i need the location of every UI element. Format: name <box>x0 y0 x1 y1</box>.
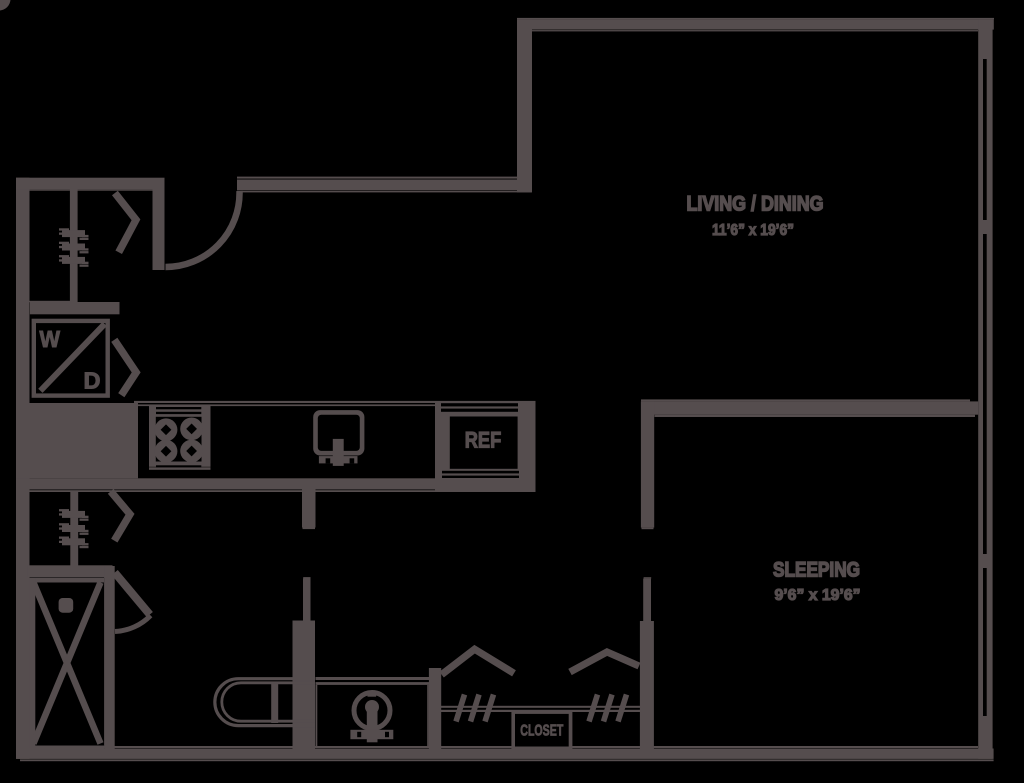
svg-text:REF: REF <box>465 428 502 453</box>
svg-text:11’6” x 19’6”: 11’6” x 19’6” <box>712 222 794 239</box>
svg-text:CLOSET: CLOSET <box>520 723 563 740</box>
svg-text:SLEEPING: SLEEPING <box>773 558 860 582</box>
svg-text:D: D <box>84 368 101 394</box>
svg-text:9’6” x 19’6”: 9’6” x 19’6” <box>775 587 861 604</box>
svg-text:LIVING / DINING: LIVING / DINING <box>687 192 824 216</box>
svg-text:W: W <box>40 326 61 352</box>
